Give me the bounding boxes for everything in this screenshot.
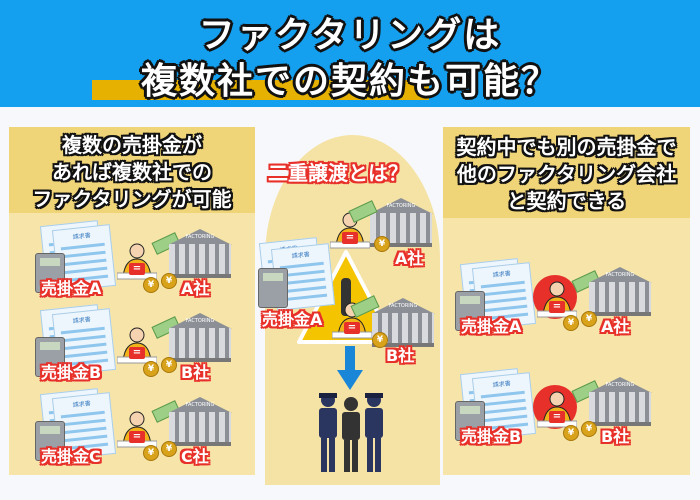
receivable-label: 売掛金A — [461, 317, 522, 336]
factoring-bank-icon: FACTORING — [588, 267, 652, 325]
arrow-down-icon — [337, 346, 363, 390]
equal-sign-badge: = — [344, 322, 360, 334]
company-label: A社 — [601, 317, 630, 336]
money-bag-icon: ¥ — [161, 357, 177, 373]
bank-sign: FACTORING — [605, 382, 635, 388]
coin-icon: ¥ — [563, 425, 579, 441]
left-panel-heading: 複数の売掛金が あれば複数社での ファクタリングが可能 — [9, 127, 255, 213]
factoring-bank-icon: FACTORING — [168, 229, 232, 287]
title-highlight — [92, 80, 429, 100]
heading-line: 契約中でも別の売掛金で — [456, 135, 677, 159]
company-label: B社 — [601, 427, 630, 446]
business-person-icon — [117, 243, 157, 280]
invoice-title: 請求書 — [492, 270, 512, 280]
money-bag-icon: ¥ — [161, 273, 177, 289]
money-bag-icon: ¥ — [581, 311, 597, 327]
receivable-label: 売掛金C — [41, 447, 101, 466]
invoice-title: 請求書 — [492, 380, 512, 390]
coin-icon: ¥ — [143, 361, 159, 377]
money-bag-icon: ¥ — [581, 421, 597, 437]
company-label: B社 — [181, 363, 210, 382]
business-person-icon — [537, 391, 577, 428]
business-person-icon — [117, 411, 157, 448]
company-label: C社 — [181, 447, 209, 466]
heading-line: ファクタリングが可能 — [32, 187, 232, 211]
business-person-icon — [117, 327, 157, 364]
company-label: A社 — [181, 279, 210, 298]
invoice-title: 請求書 — [291, 251, 311, 261]
coin-icon: ¥ — [563, 315, 579, 331]
company-b-label: B社 — [386, 346, 415, 365]
bank-sign: FACTORING — [185, 234, 215, 240]
invoice-title: 請求書 — [72, 232, 92, 242]
receivable-label: 売掛金B — [41, 363, 102, 382]
bank-sign: FACTORING — [605, 272, 635, 278]
equal-sign-badge: = — [549, 301, 565, 313]
money-bag-icon: ¥ — [372, 332, 388, 348]
factoring-bank-icon: FACTORING — [168, 313, 232, 371]
receivable-label: 売掛金A — [262, 310, 323, 329]
calculator-icon — [35, 337, 65, 377]
coin-icon: ¥ — [143, 445, 159, 461]
right-panel: 契約中でも別の売掛金で 他のファクタリング会社 と契約できる 請求書請求書=FA… — [443, 127, 690, 475]
heading-line: と契約できる — [506, 189, 627, 213]
bank-sign: FACTORING — [185, 402, 215, 408]
page-title-line2: 複数社での契約も可能？ — [140, 61, 559, 102]
coin-icon: ¥ — [143, 277, 159, 293]
invoice-title: 請求書 — [72, 316, 92, 326]
equal-sign-badge: = — [342, 232, 358, 244]
calculator-icon — [35, 253, 65, 293]
equal-sign-badge: = — [129, 431, 145, 443]
calculator-icon — [35, 421, 65, 461]
bank-sign: FACTORING — [185, 318, 215, 324]
heading-line: 他のファクタリング会社 — [456, 162, 677, 186]
receivable-label: 売掛金B — [461, 427, 522, 446]
equal-sign-badge: = — [549, 411, 565, 423]
left-panel: 複数の売掛金が あれば複数社での ファクタリングが可能 請求書請求書=FACTO… — [9, 127, 255, 475]
equal-sign-badge: = — [129, 347, 145, 359]
factoring-bank-icon: FACTORING — [168, 397, 232, 455]
page-title-line1: ファクタリングは — [198, 15, 502, 56]
right-panel-heading: 契約中でも別の売掛金で 他のファクタリング会社 と契約できる — [443, 127, 690, 218]
heading-line: 複数の売掛金が — [62, 133, 202, 157]
double-assignment-heading: 二重譲渡とは？ — [268, 161, 408, 185]
company-a-label: A社 — [395, 249, 424, 268]
receivable-label: 売掛金A — [41, 279, 102, 298]
equal-sign-badge: = — [129, 263, 145, 275]
money-bag-icon: ¥ — [161, 441, 177, 457]
money-bag-icon: ¥ — [374, 236, 390, 252]
police-arrest-icon — [319, 393, 383, 472]
bank-sign: FACTORING — [388, 303, 418, 309]
heading-line: あれば複数社での — [52, 160, 212, 184]
calculator-icon — [455, 401, 485, 441]
invoice-title: 請求書 — [72, 400, 92, 410]
business-person-icon — [537, 281, 577, 318]
calculator-icon — [455, 291, 485, 331]
factoring-bank-icon: FACTORING — [588, 377, 652, 435]
calculator-icon — [258, 268, 288, 308]
bank-sign: FACTORING — [386, 203, 416, 209]
